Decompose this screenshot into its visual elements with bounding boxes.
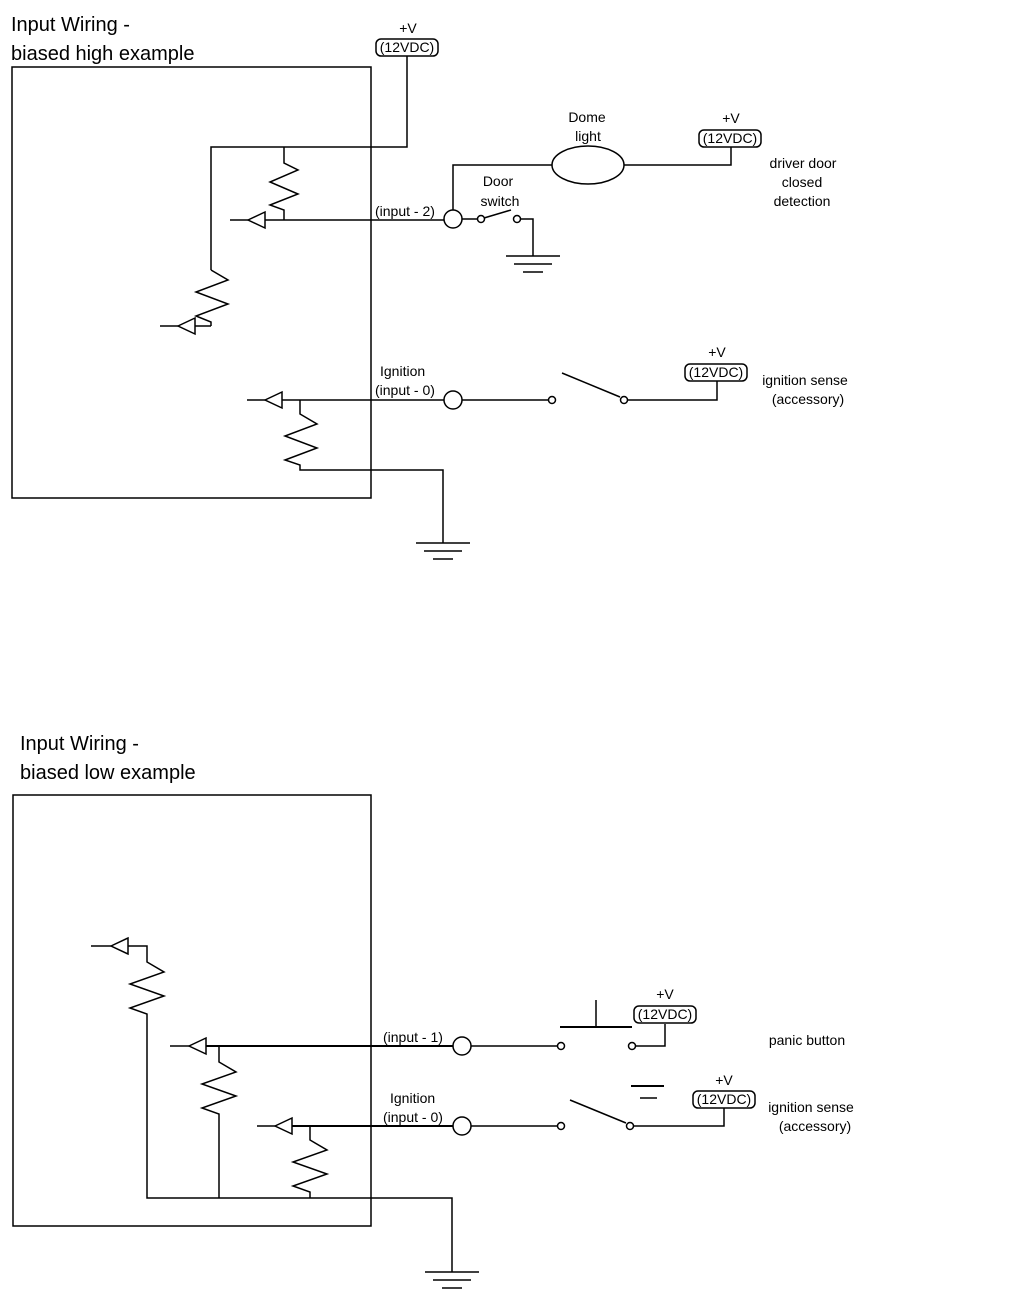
top-ign-supply-v: +V xyxy=(708,344,726,360)
dome-light-label-1: Dome xyxy=(568,109,606,125)
bottom-buffer-1-icon xyxy=(109,936,129,956)
bottom-input1-terminal xyxy=(452,1036,472,1056)
top-supply-rail xyxy=(210,56,408,270)
top-buffer-2-icon xyxy=(176,316,196,336)
dome-supply-12vdc: (12VDC) xyxy=(703,130,757,146)
bottom-ground-bus xyxy=(146,1020,453,1272)
bottom-pulldown-resistor-2 xyxy=(199,1046,239,1198)
dome-light-wire-right xyxy=(624,147,732,166)
top-input0-label: (input - 0) xyxy=(375,382,435,398)
top-ign-supply-12vdc: (12VDC) xyxy=(689,364,743,380)
door-switch-ground-wire xyxy=(520,218,534,256)
top-input2-label: (input - 2) xyxy=(375,203,435,219)
top-ign-supply-wire xyxy=(627,381,718,401)
top-pullup-resistor-1 xyxy=(267,147,300,220)
top-input0-terminal xyxy=(443,390,463,410)
bottom-title-line1: Input Wiring - xyxy=(20,733,139,755)
top-module-box xyxy=(11,66,372,499)
bottom-ign-sense-label-2: (accessory) xyxy=(779,1118,851,1134)
top-pulldown-resistor xyxy=(282,400,444,543)
bottom-ign-supply-wire xyxy=(633,1108,725,1127)
bottom-pulldown-resistor-1 xyxy=(127,945,167,1020)
top-ign-sense-label-2: (accessory) xyxy=(772,391,844,407)
bottom-ign-supply-12vdc: (12VDC) xyxy=(697,1091,751,1107)
bottom-ignition-label: Ignition xyxy=(390,1090,435,1106)
biased-high-diagram: Input Wiring - biased high example +V (1… xyxy=(11,14,848,560)
bottom-buffer-2-icon xyxy=(187,1036,207,1056)
door-switch-lever-icon xyxy=(483,209,512,219)
dome-light-label-2: light xyxy=(575,128,601,144)
door-switch-label-2: switch xyxy=(481,193,520,209)
panic-supply-12vdc: (12VDC) xyxy=(638,1006,692,1022)
door-switch-contact-2 xyxy=(512,214,522,224)
panic-supply-box xyxy=(633,1005,697,1024)
driver-door-label-3: detection xyxy=(774,193,831,209)
bottom-input0-label: (input - 0) xyxy=(383,1109,443,1125)
top-buffer-1-icon xyxy=(246,210,266,230)
dome-light-wire-left xyxy=(452,164,552,210)
bottom-ign-sense-label-1: ignition sense xyxy=(768,1099,854,1115)
dome-supply-box xyxy=(698,129,762,148)
top-ign-supply-box xyxy=(684,363,748,382)
bottom-ign-supply-v: +V xyxy=(715,1072,733,1088)
panic-button-label: panic button xyxy=(769,1032,845,1048)
bottom-module-box xyxy=(12,794,372,1227)
bottom-input0-terminal xyxy=(452,1116,472,1136)
bottom-title-line2: biased low example xyxy=(20,762,196,784)
panic-button-contact-2 xyxy=(627,1041,637,1051)
top-ignition-label: Ignition xyxy=(380,363,425,379)
top-input2-terminal xyxy=(443,209,463,229)
bottom-ign-switch-lever-icon xyxy=(569,1099,627,1124)
driver-door-label-1: driver door xyxy=(770,155,837,171)
top-title-line1: Input Wiring - xyxy=(11,14,130,36)
panic-supply-wire xyxy=(635,1024,666,1047)
top-ign-switch-contact-2 xyxy=(619,395,629,405)
driver-door-label-2: closed xyxy=(782,174,822,190)
top-buffer-3-icon xyxy=(263,390,283,410)
top-ign-switch-lever-icon xyxy=(561,372,621,398)
dome-supply-v: +V xyxy=(722,110,740,126)
bottom-buffer-3-icon xyxy=(273,1116,293,1136)
bottom-ign-switch-contact-1 xyxy=(556,1121,566,1131)
top-ign-sense-label-1: ignition sense xyxy=(762,372,848,388)
panic-supply-v: +V xyxy=(656,986,674,1002)
top-pullup-resistor-2 xyxy=(193,269,231,326)
bottom-input1-label: (input - 1) xyxy=(383,1029,443,1045)
bottom-ign-switch-contact-2 xyxy=(625,1121,635,1131)
door-switch-label-1: Door xyxy=(483,173,514,189)
dome-light-icon xyxy=(551,145,625,185)
bottom-pulldown-resistor-3 xyxy=(290,1126,330,1198)
top-supply-12vdc: (12VDC) xyxy=(380,39,434,55)
panic-button-contact-1 xyxy=(556,1041,566,1051)
bottom-ign-supply-box xyxy=(692,1090,756,1109)
top-supply-v: +V xyxy=(399,20,417,36)
top-ign-switch-contact-1 xyxy=(547,395,557,405)
door-switch-contact-1 xyxy=(476,214,486,224)
top-title-line2: biased high example xyxy=(11,43,194,65)
biased-low-diagram: Input Wiring - biased low example (input… xyxy=(12,733,854,1289)
